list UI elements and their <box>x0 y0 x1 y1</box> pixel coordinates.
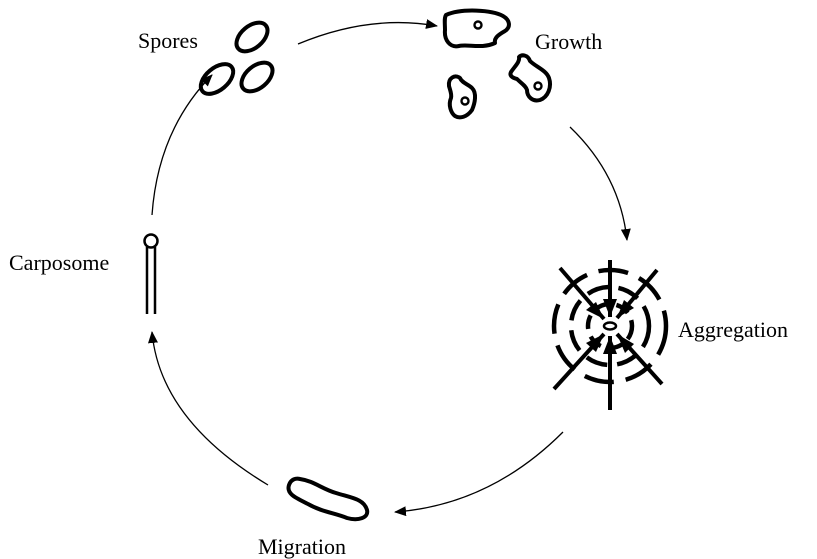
arrow-aggregation-to-migration <box>395 432 563 512</box>
label-carposome: Carposome <box>9 250 109 275</box>
arrow-growth-to-aggregation <box>570 127 627 240</box>
sorus-icon <box>145 235 158 248</box>
label-spores: Spores <box>138 28 198 53</box>
arrow-migration-to-carposome <box>152 332 268 485</box>
nucleus-icon <box>462 98 469 105</box>
arrow-spores-to-growth <box>298 23 437 44</box>
label-aggregation: Aggregation <box>678 317 788 342</box>
arrowhead-icon <box>603 299 617 317</box>
arrowhead-icon <box>603 336 617 354</box>
amoeba-icon <box>510 55 550 100</box>
spore-icon <box>236 57 278 97</box>
label-migration: Migration <box>258 534 346 559</box>
aggregation-illustration <box>554 260 666 410</box>
amoeba-icon <box>449 76 475 117</box>
spores-illustration <box>195 17 277 100</box>
label-growth: Growth <box>535 29 602 54</box>
spore-icon <box>195 58 238 99</box>
spore-icon <box>231 17 273 57</box>
migration-slug-icon <box>288 479 367 519</box>
nucleus-icon <box>475 22 482 29</box>
carposome-illustration <box>145 235 158 315</box>
aggregation-center <box>604 323 616 330</box>
growth-illustration <box>445 11 550 118</box>
nucleus-icon <box>535 83 542 90</box>
arrow-carposome-to-spores <box>152 75 212 215</box>
